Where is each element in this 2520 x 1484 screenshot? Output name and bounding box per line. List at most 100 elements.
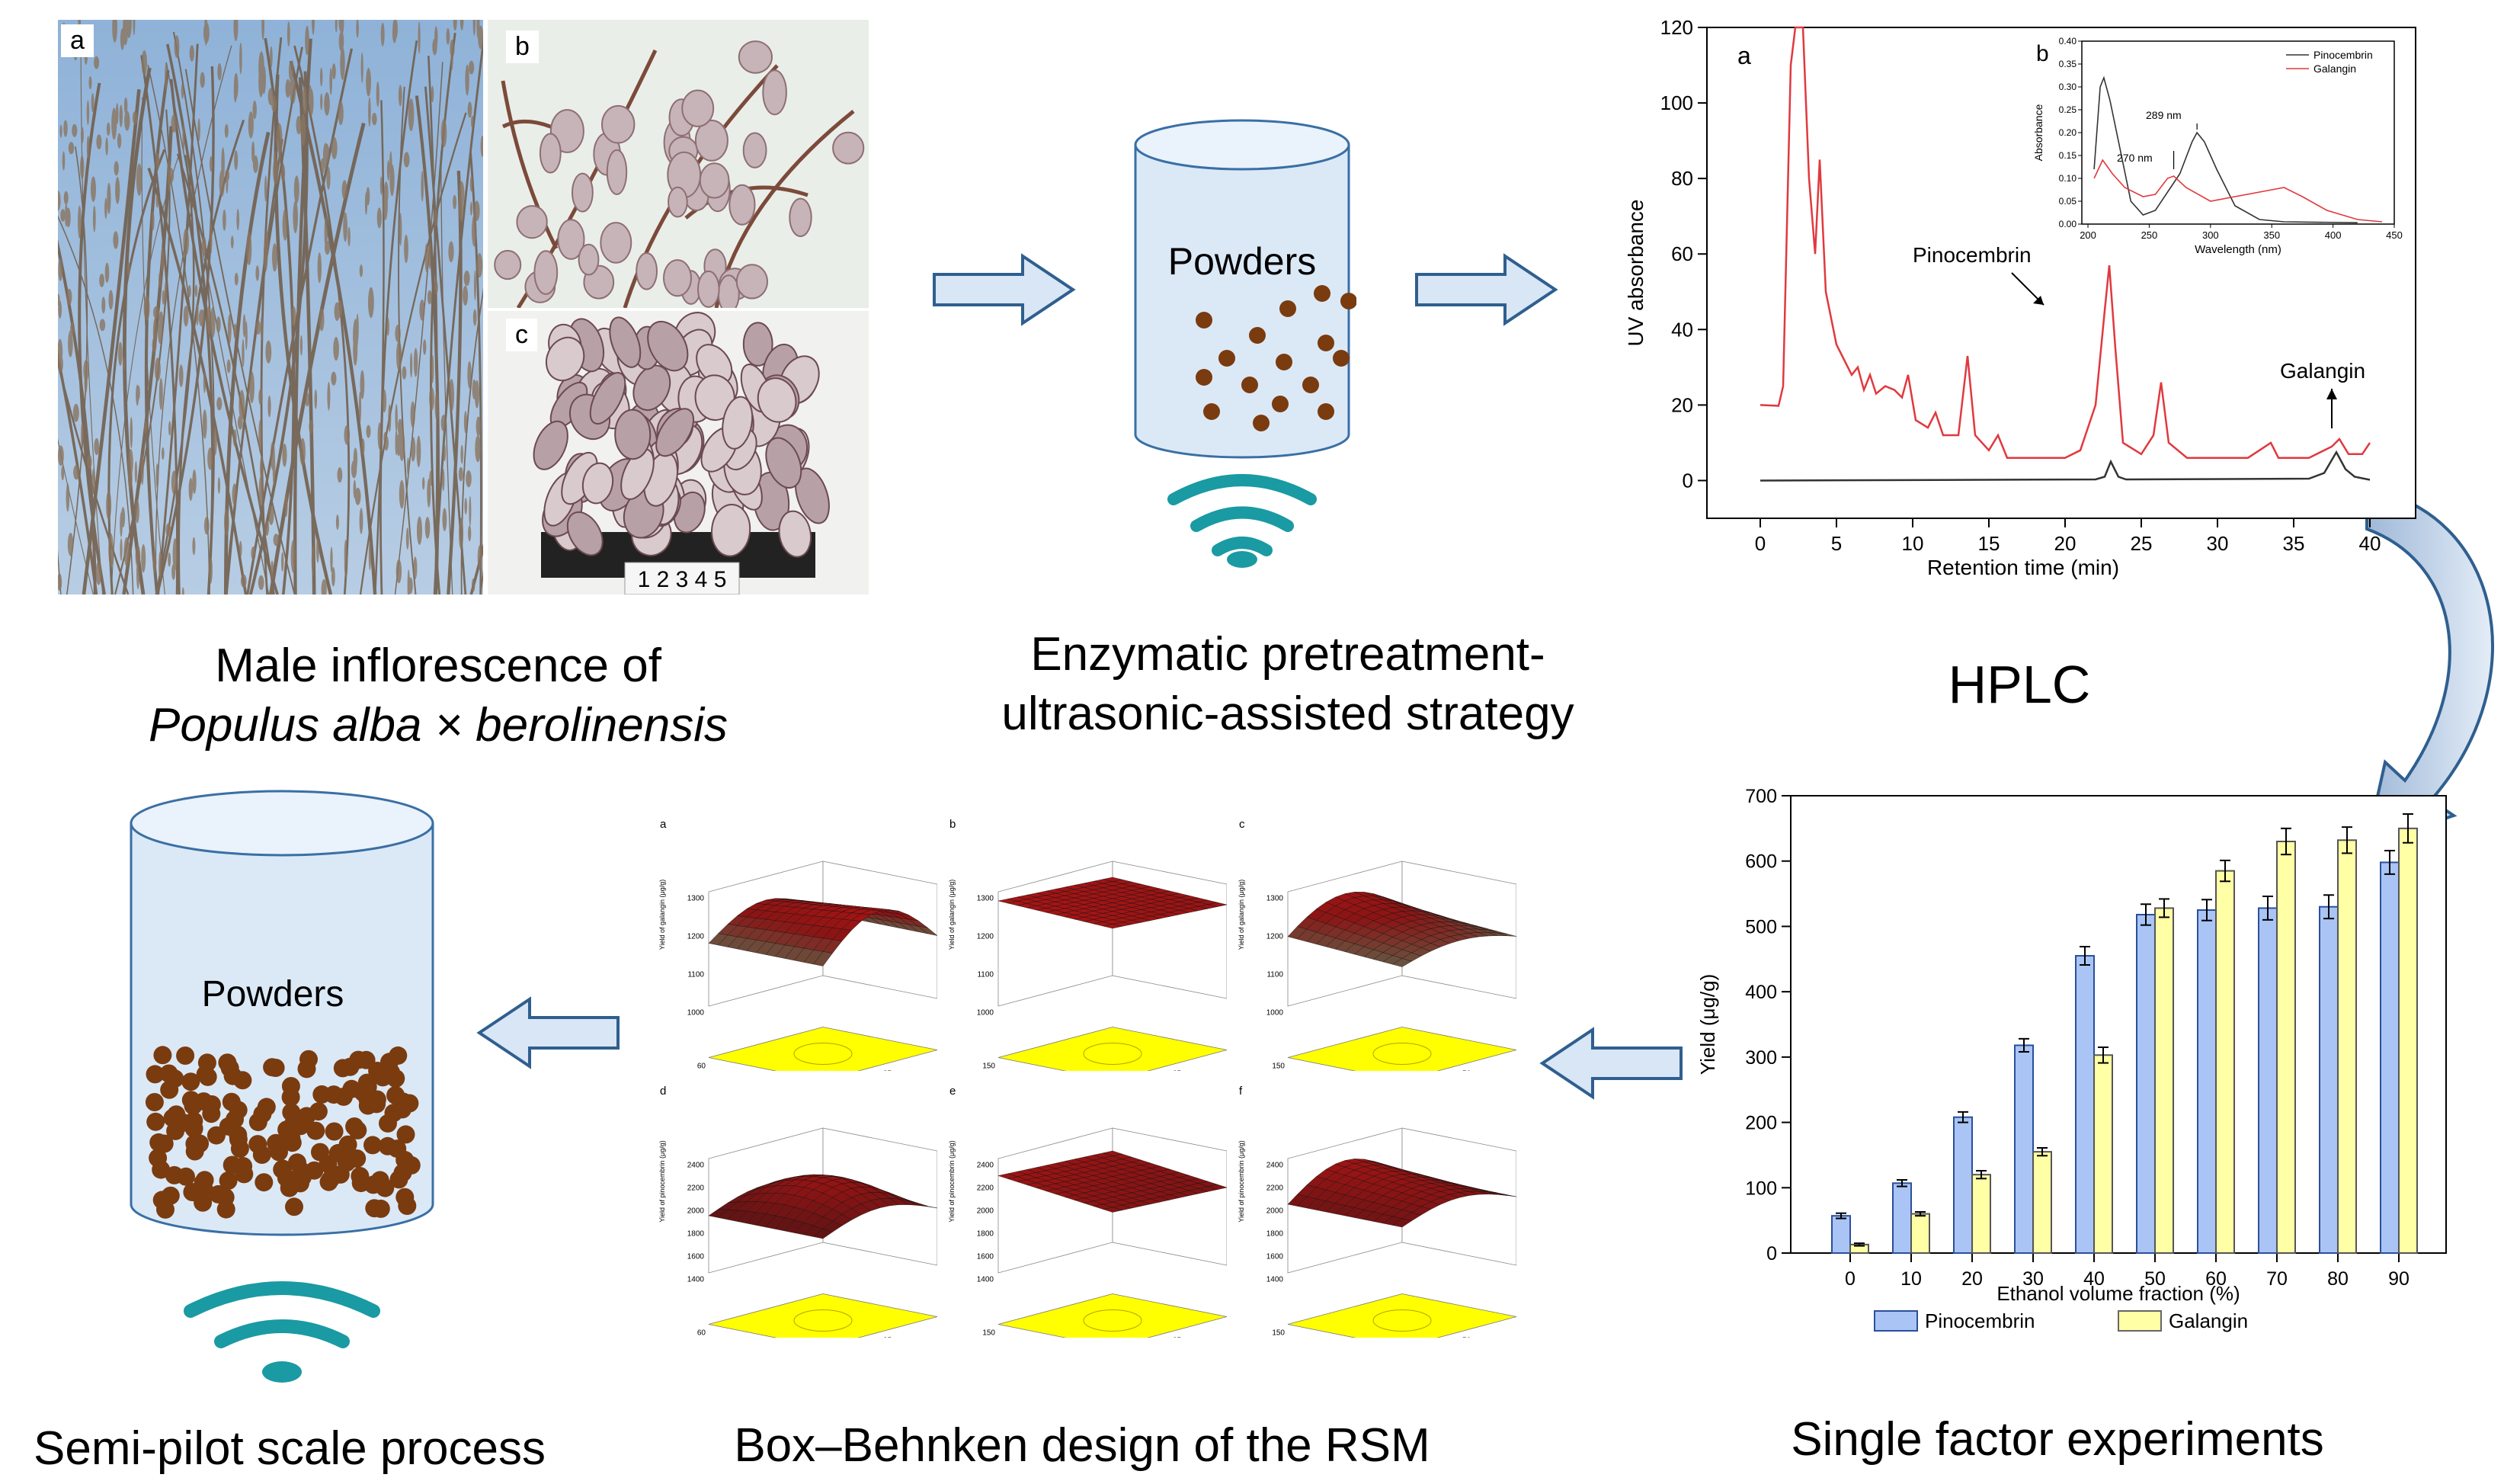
tree-catkin [469, 60, 475, 75]
rsm-x-tick-label: 150 [1272, 1329, 1285, 1338]
tree-catkin [440, 415, 447, 431]
hplc-y-tick-label: 100 [1660, 91, 1693, 114]
tree-catkin [341, 180, 347, 200]
tree-catkin [78, 205, 82, 239]
tree-catkin [389, 151, 392, 180]
tree-catkin [155, 463, 159, 489]
hplc-panel-label: a [1737, 42, 1751, 69]
tree-catkin [464, 498, 467, 514]
powder-particle [311, 1143, 329, 1162]
tree-photo-illustration [58, 20, 483, 595]
tree-catkin [161, 247, 165, 274]
photo-tree [58, 20, 483, 595]
legend-swatch-pinocembrin [1874, 1310, 1918, 1332]
rsm-surface-patch [1103, 924, 1122, 929]
bar-pinocembrin [1892, 1182, 1912, 1254]
tree-catkin [320, 67, 323, 87]
tray-catkin [757, 377, 797, 423]
bar-x-tick-label: 10 [1900, 1268, 1922, 1290]
tree-catkin [95, 560, 102, 585]
powder-particle [209, 1184, 228, 1204]
tree-catkin [399, 213, 402, 246]
powder-particle [181, 1091, 200, 1110]
hplc-x-tick-label: 40 [2359, 532, 2381, 555]
tree-catkin [58, 355, 63, 373]
tree-catkin [476, 20, 480, 39]
tree-catkin [424, 243, 429, 273]
powder-particle [202, 1104, 221, 1123]
tree-catkin [290, 540, 296, 573]
tree-catkin [230, 236, 234, 249]
tree-catkin [427, 290, 432, 305]
tree-catkin [108, 290, 114, 310]
tree-catkin [258, 575, 264, 591]
powder-particle [363, 1136, 382, 1155]
tree-catkin [453, 20, 457, 31]
tree-branch [110, 156, 179, 595]
tree-catkin [165, 523, 171, 537]
tree-catkin [182, 124, 185, 152]
tree-catkin [331, 566, 335, 587]
tree-branch [394, 62, 443, 595]
tree-catkin [380, 22, 385, 46]
tree-catkin [480, 135, 483, 157]
tree-catkin [466, 470, 472, 488]
tree-catkin [267, 395, 271, 418]
tree-catkin [225, 169, 230, 182]
tree-catkin [155, 152, 160, 171]
tree-catkin [67, 533, 74, 556]
tree-catkin [272, 243, 277, 272]
tree-catkin [80, 155, 85, 180]
tree-catkin [293, 200, 299, 234]
tree-catkin [340, 46, 345, 81]
tree-catkin [201, 236, 207, 256]
powder-particle [1253, 415, 1270, 431]
rsm-z-tick-label: 1600 [687, 1253, 705, 1261]
inset-y-label: Absorbance [2032, 104, 2044, 161]
tree-catkin [141, 50, 147, 76]
tree-catkin [442, 469, 445, 492]
tree-catkin [474, 200, 480, 222]
branch-bud [578, 243, 600, 276]
hplc-x-tick-label: 25 [2131, 532, 2153, 555]
bar-y-tick-label: 600 [1745, 851, 1777, 873]
tree-catkin [280, 163, 286, 182]
tree-catkin [324, 92, 330, 116]
tree-catkin [476, 416, 481, 437]
powder-particle [371, 1199, 390, 1218]
tree-catkin [460, 444, 463, 464]
tree-catkin [293, 175, 299, 204]
tree-catkin [314, 389, 318, 409]
tree-catkin [300, 114, 306, 146]
tree-catkin [81, 421, 84, 448]
bar-x-label: Ethanol volume fraction (%) [1996, 1282, 2240, 1305]
powder-particle [321, 1170, 340, 1188]
inset-y-tick-label: 0.00 [2059, 219, 2077, 229]
tree-catkin [260, 315, 264, 340]
tree-catkin [239, 389, 245, 421]
tree-branch [184, 69, 296, 595]
tree-catkin [245, 321, 248, 351]
tree-catkin [395, 325, 401, 342]
rsm-z-tick-label: 1800 [1266, 1230, 1284, 1239]
powder-particle [358, 1078, 377, 1097]
hplc-x-label: Retention time (min) [1927, 556, 2119, 579]
rsm-z-tick-label: 1600 [977, 1253, 994, 1261]
tree-catkin [431, 85, 434, 103]
tree-catkin [224, 508, 229, 537]
bar-y-tick-label: 300 [1745, 1047, 1777, 1069]
inset-annotation-289: 289 nm [2146, 109, 2182, 121]
inset-trace-black [2093, 75, 2358, 223]
tree-catkin [472, 578, 476, 592]
catkins-tray-illustration: 1 2 3 4 5 [488, 311, 869, 595]
bar-x-tick-label: 0 [1845, 1268, 1856, 1290]
rsm-z-tick-label: 1000 [977, 1009, 994, 1018]
tree-catkin [188, 477, 193, 502]
branch-bud [699, 162, 730, 199]
tree-catkin [63, 191, 69, 205]
